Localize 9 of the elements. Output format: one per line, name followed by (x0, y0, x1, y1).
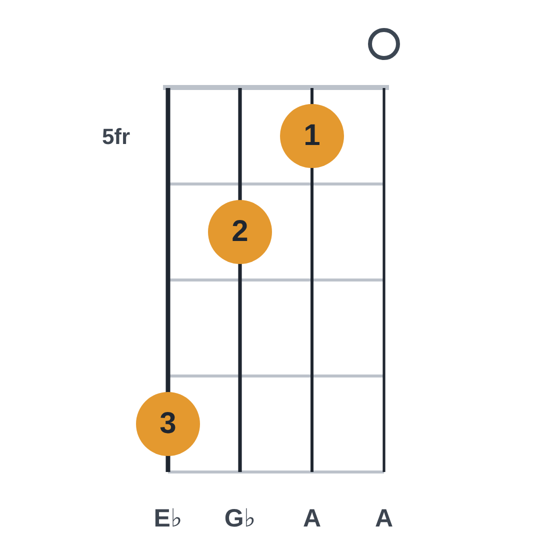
open-string-circle (368, 28, 400, 60)
finger-number: 1 (304, 121, 320, 151)
string-name: E♭ (154, 506, 182, 532)
fret-number: 5fr (102, 126, 130, 148)
finger-number: 3 (160, 409, 176, 439)
finger-number: 2 (232, 217, 248, 247)
string-name: G♭ (224, 506, 256, 532)
string-name: A (374, 506, 394, 532)
string-name: A (302, 506, 322, 532)
